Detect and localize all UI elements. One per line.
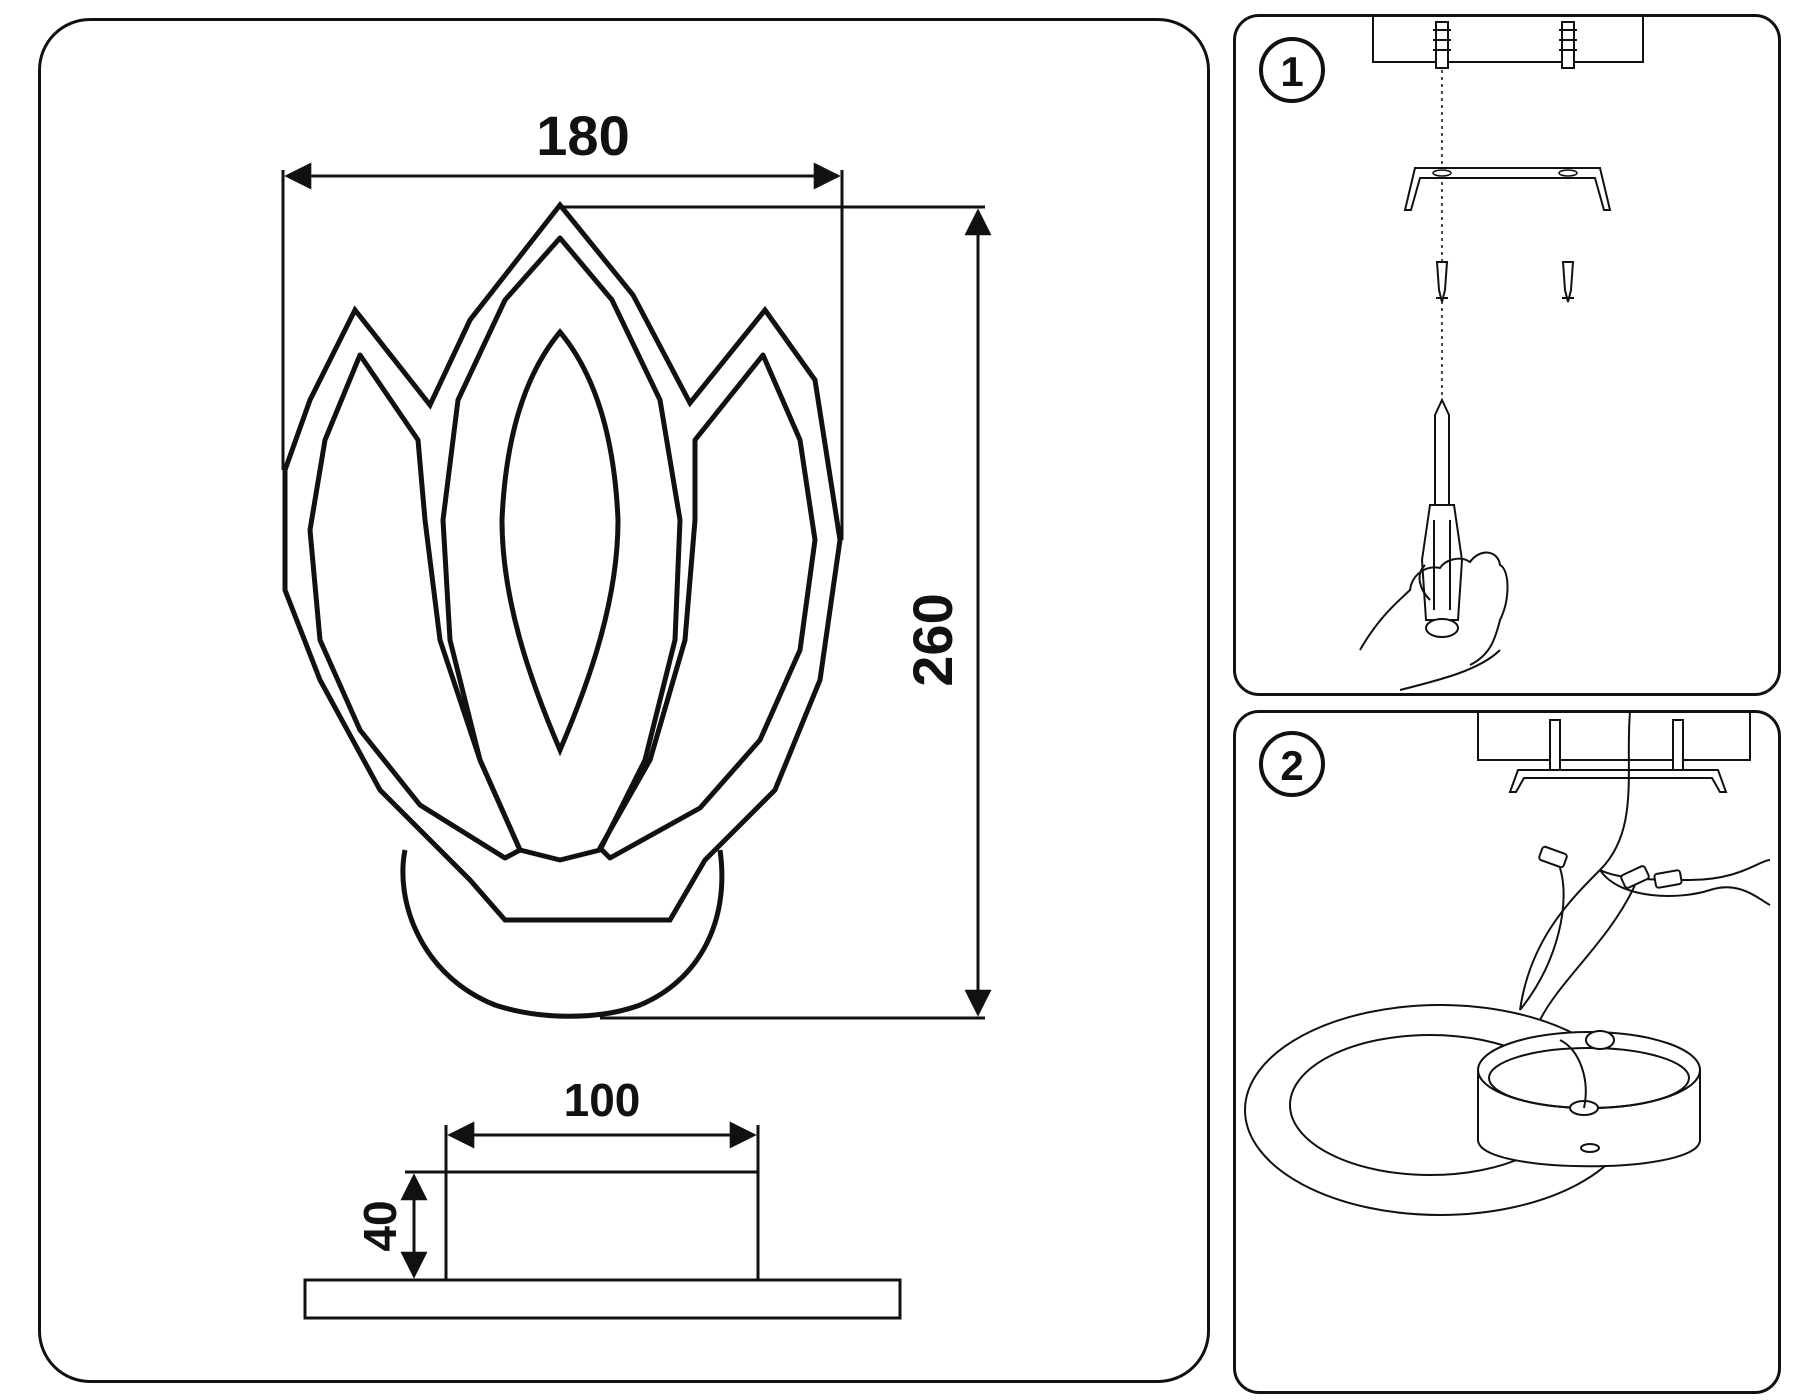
canopy-cup — [1477, 1031, 1701, 1168]
base-width-label: 100 — [564, 1074, 641, 1126]
screwdriver-icon — [1420, 397, 1464, 638]
supply-wire — [1519, 711, 1631, 1011]
center-leaf-cutout — [499, 328, 621, 757]
mount-disc — [400, 849, 725, 1019]
right-petal — [597, 352, 818, 861]
base-body-side — [444, 1170, 760, 1282]
dimension-drawing-panel — [38, 18, 1210, 1383]
mounting-bracket — [1508, 769, 1728, 793]
width-label: 180 — [536, 104, 629, 167]
step-2-number: 2 — [1280, 742, 1303, 789]
step-1-number: 1 — [1280, 48, 1303, 95]
wall-plug-icon — [1549, 719, 1684, 771]
hand-icon — [1359, 551, 1509, 691]
lamp-wire — [1559, 1039, 1587, 1109]
step-1-badge — [1259, 37, 1325, 103]
screw-icon — [1435, 261, 1449, 303]
lamp-outer-outline — [282, 200, 843, 923]
mounting-bracket — [1403, 167, 1612, 211]
bracket-hole — [1432, 169, 1452, 177]
base-depth-label: 40 — [354, 1200, 406, 1251]
left-petal — [307, 352, 523, 861]
ceiling-block — [1372, 16, 1644, 63]
supply-wire — [1599, 869, 1771, 906]
step-2-badge — [1259, 731, 1325, 797]
center-petal — [440, 235, 683, 863]
height-label: 260 — [901, 593, 964, 686]
wall-plug-icon — [1433, 21, 1451, 69]
connector-icon — [1538, 845, 1683, 889]
screw-icon — [1561, 261, 1575, 303]
bracket-hole — [1558, 169, 1578, 177]
ceiling-block — [1477, 712, 1751, 761]
wall-plug-icon — [1559, 21, 1577, 69]
cable-gland — [1585, 1030, 1615, 1050]
lamp-wire — [1519, 867, 1636, 1021]
